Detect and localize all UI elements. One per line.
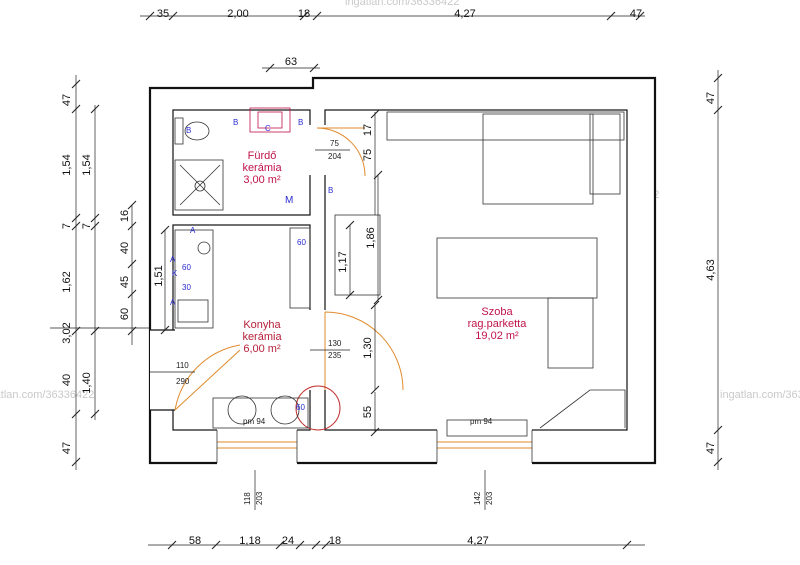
fixture-label: A	[190, 226, 196, 235]
room-area-living: 19,02 m²	[475, 330, 519, 342]
bottom-dimension-chain: 58 1,18 24 18 4,27	[148, 535, 645, 550]
dim-top-3: 18	[298, 8, 310, 20]
left-dimension-chain: 47 1,54 7 1,62 3,02 40 47 1,54 7 16 40 4…	[50, 75, 150, 470]
parapet-height: pm 94	[243, 417, 266, 426]
fixture-label: M	[285, 195, 293, 206]
dim-internal-1: 75	[362, 149, 374, 161]
dim-bottom-2: 1,18	[239, 535, 260, 547]
window-tag-w: 142	[473, 491, 482, 505]
room-name-living: Szoba	[481, 306, 513, 318]
dim-top-5: 47	[630, 8, 642, 20]
watermark: ingatlan.com/36336422	[345, 0, 459, 8]
watermark: ingatlan.com/36336422	[0, 389, 94, 401]
dim-left-7: 47	[61, 442, 73, 454]
watermark: ingatlan.com/36336422	[720, 389, 800, 401]
door-tag-w: 75	[330, 139, 339, 148]
dim-right-2: 4,63	[705, 259, 717, 280]
dim-internal-5: 1,51	[153, 265, 165, 286]
dim-inner-3: 16	[119, 210, 131, 222]
dim-inner-1: 1,54	[81, 154, 93, 175]
fixture-labels: B C B B B M A 60 K A 30 60 A 60	[170, 118, 333, 412]
dim-inner-2: 7	[81, 223, 93, 229]
door-tag-h: 235	[328, 351, 342, 360]
fixture-label: 60	[296, 403, 305, 412]
fixture-label: K	[172, 269, 178, 278]
room-area-kitchen: 6,00 m²	[243, 343, 281, 355]
door-tag-h: 290	[176, 377, 190, 386]
fixtures	[174, 107, 626, 437]
fixture-label: A	[170, 255, 176, 264]
doors	[174, 127, 404, 431]
dim-internal-6: 1,30	[362, 337, 374, 358]
room-name-bath: Fürdő	[248, 150, 277, 162]
dim-top-4: 4,27	[454, 8, 475, 20]
opening-tags: 75 204 130 235 110 290 118 203 142 203 p…	[150, 139, 494, 510]
internal-dimensions: 75 17 1,86 1,17 1,51 1,30 55	[153, 109, 383, 437]
walls	[148, 76, 657, 465]
door-tag-h: 204	[328, 152, 342, 161]
parapet-height: pm 94	[470, 417, 493, 426]
fixture-label: A	[170, 298, 176, 307]
dim-bottom-4: 18	[329, 535, 341, 547]
room-finish-kitchen: kerámia	[242, 331, 282, 343]
fixture-label: B	[186, 126, 191, 135]
room-labels: Fürdő kerámia 3,00 m² Konyha kerámia 6,0…	[242, 150, 527, 355]
fixture-label: C	[265, 124, 271, 133]
window-tag-h: 203	[485, 491, 494, 505]
dim-right-3: 47	[705, 442, 717, 454]
fixture-label: B	[328, 186, 333, 195]
dim-top-2: 2,00	[227, 8, 248, 20]
dim-top-inner: 63	[285, 56, 297, 68]
fixture-label: B	[233, 118, 238, 127]
fixture-label: 30	[182, 283, 191, 292]
room-name-kitchen: Konyha	[243, 319, 281, 331]
right-dimension-chain: 47 4,63 47	[705, 70, 723, 470]
dim-inner-4: 40	[119, 242, 131, 254]
fixture-label: 60	[297, 238, 306, 247]
dim-internal-7: 55	[362, 406, 374, 418]
door-tag-w: 130	[328, 339, 342, 348]
fixture-label: B	[298, 118, 303, 127]
room-finish-living: rag.parketta	[468, 318, 528, 330]
window-tag-h: 203	[255, 491, 264, 505]
dim-internal-3: 1,86	[365, 227, 377, 248]
fixture-label: 60	[182, 263, 191, 272]
window-tag-w: 118	[243, 492, 252, 505]
dim-left-4: 1,62	[61, 271, 73, 292]
dim-inner-6: 60	[119, 308, 131, 320]
door-tag-w: 110	[176, 361, 189, 370]
dim-left-5: 3,02	[61, 322, 73, 343]
windows	[216, 430, 533, 463]
dim-bottom-1: 58	[189, 535, 201, 547]
dim-top-1: 35	[157, 8, 169, 20]
dim-internal-2: 17	[362, 124, 374, 136]
dim-inner-5: 45	[119, 276, 131, 288]
dim-right-1: 47	[705, 92, 717, 104]
dim-left-6: 40	[61, 374, 73, 386]
dim-left-3: 7	[61, 223, 73, 229]
dim-left-2: 1,54	[61, 154, 73, 175]
dim-bottom-3: 24	[282, 535, 294, 547]
dim-internal-4: 1,17	[337, 251, 349, 272]
dim-bottom-5: 4,27	[467, 535, 488, 547]
room-area-bath: 3,00 m²	[243, 174, 281, 186]
dim-left-1: 47	[61, 94, 73, 106]
dim-inner-7: 1,40	[81, 372, 93, 393]
room-finish-bath: kerámia	[242, 162, 282, 174]
